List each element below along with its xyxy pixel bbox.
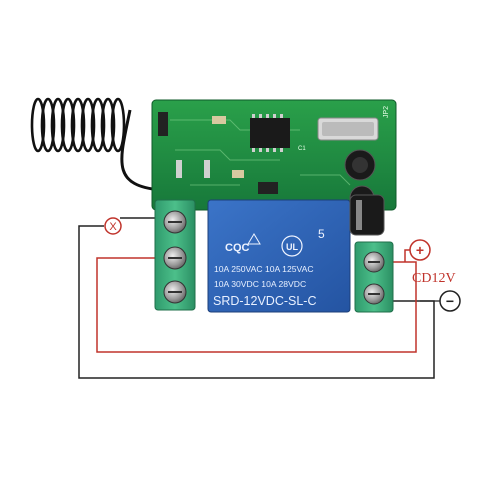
load-circuit-wires (78, 217, 440, 379)
power-label: CD12V (412, 271, 456, 286)
terminal-screw[interactable] (163, 246, 187, 270)
coil-turn (90, 97, 106, 153)
header-pins (258, 182, 278, 194)
relay-rating-line2: 10A 30VDC 10A 28VDC (214, 279, 306, 289)
ic-chip (250, 118, 290, 148)
ul-mark: UL (286, 242, 298, 252)
coil-turn (30, 97, 46, 153)
relay-model: SRD-12VDC-SL-C (213, 294, 317, 308)
power-plus: + (409, 239, 431, 261)
relay-rating-line1: 10A 250VAC 10A 125VAC (214, 264, 314, 274)
antenna-coil (30, 97, 161, 192)
red-wire (96, 257, 417, 353)
coil-turn (60, 97, 76, 153)
silkscreen-c1: C1 (298, 146, 306, 152)
coil-turn (100, 97, 116, 153)
pin-count: 5 (318, 227, 325, 241)
minus-symbol: − (446, 293, 454, 309)
terminal-screw[interactable] (163, 280, 187, 304)
cqc-mark: CQC (225, 242, 250, 254)
coil-turn (110, 97, 126, 153)
ul-logo-icon (281, 235, 303, 257)
terminal-screw[interactable] (363, 251, 385, 273)
terminal-screw[interactable] (363, 283, 385, 305)
silkscreen-jp2: JP2 (383, 106, 390, 118)
relay: CQC UL 5 10A 250VAC 10A 125VAC 10A 30VDC… (207, 199, 351, 313)
jumper-header (158, 112, 168, 136)
plus-symbol: + (416, 242, 424, 258)
coil-turn (40, 97, 56, 153)
coil-turn (80, 97, 96, 153)
load-terminal-block (154, 199, 196, 311)
pcb-board: JP2 C1 (151, 99, 397, 211)
red-lead-plus (404, 249, 410, 262)
lamp-x-label: X (109, 221, 117, 233)
lamp-symbol: X (104, 217, 122, 235)
coil-turn (50, 97, 66, 153)
coil-turn (70, 97, 86, 153)
terminal-screw[interactable] (163, 210, 187, 234)
power-minus: − (439, 290, 461, 312)
capacitor-side (349, 194, 385, 236)
power-terminal-block (354, 241, 394, 313)
